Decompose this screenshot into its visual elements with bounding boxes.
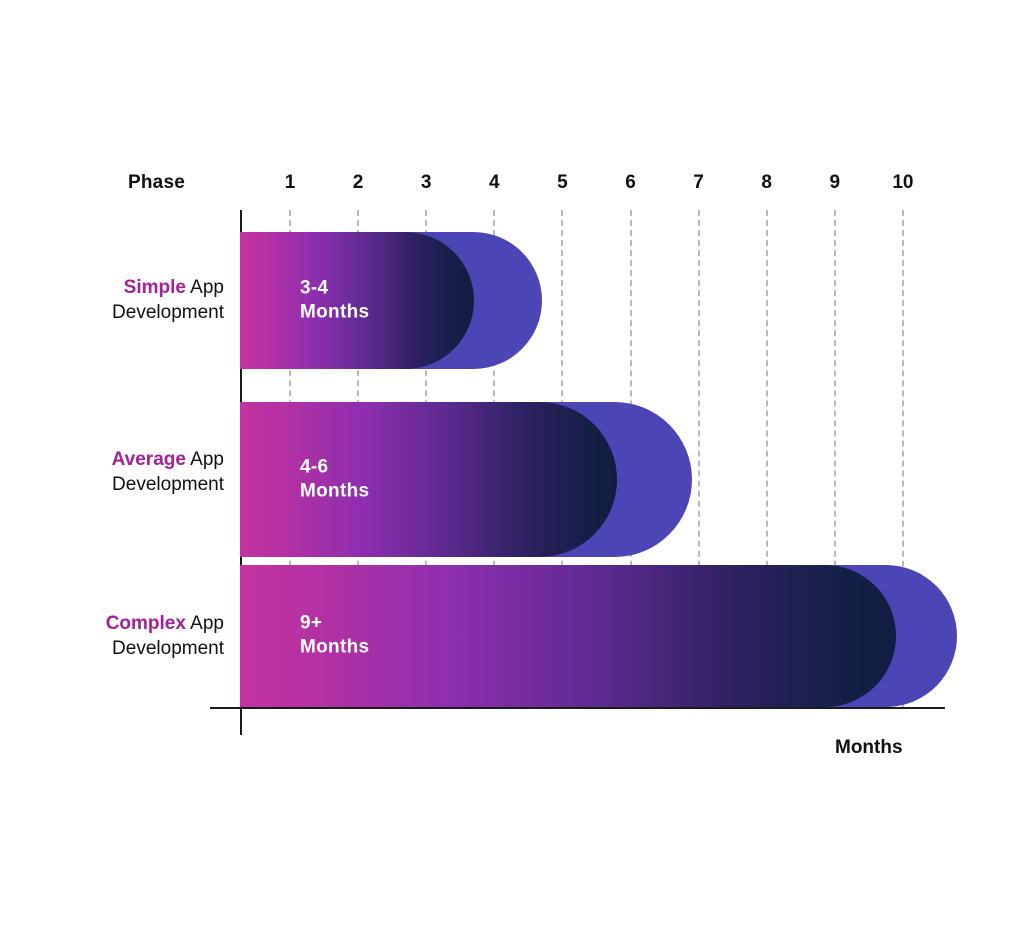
x-axis-tick-label: 8 bbox=[761, 172, 772, 193]
bar-value-label-line1: 4-6 bbox=[300, 456, 329, 478]
x-axis-tick-label: 3 bbox=[420, 172, 432, 193]
x-axis-tick-label: 7 bbox=[693, 172, 704, 193]
category-label-emphasis: Complex bbox=[105, 613, 186, 634]
bar-segment-lower-bound bbox=[240, 232, 474, 369]
x-axis-tick-label: 6 bbox=[625, 172, 636, 193]
x-axis-tick-label: 9 bbox=[829, 172, 841, 193]
gridline bbox=[833, 210, 836, 707]
x-axis-line bbox=[210, 707, 945, 709]
x-axis-tick-label: 5 bbox=[557, 172, 568, 193]
category-label-suffix: App bbox=[185, 449, 224, 470]
x-axis-tick-label: 4 bbox=[489, 172, 500, 193]
gridline bbox=[765, 210, 768, 707]
category-label-suffix: App bbox=[185, 277, 224, 298]
category-label-line2: Development bbox=[112, 301, 224, 323]
category-label-emphasis: Average bbox=[111, 449, 186, 470]
bar-value-label-line2: Months bbox=[300, 301, 370, 323]
category-label-line2: Development bbox=[112, 637, 224, 659]
phase-column-header: Phase bbox=[128, 172, 185, 193]
bar-value-label-line2: Months bbox=[300, 637, 370, 658]
bar-value-label: 9+ Months bbox=[300, 612, 369, 661]
category-label-emphasis: Simple bbox=[123, 277, 186, 298]
gridline bbox=[901, 210, 904, 707]
x-axis-title: Months bbox=[835, 737, 903, 758]
category-label-suffix: App bbox=[185, 613, 224, 634]
category-label-line2: Development bbox=[112, 473, 224, 495]
gridline bbox=[697, 210, 700, 707]
bar-segment-lower-bound bbox=[240, 402, 617, 557]
bar-value-label-line2: Months bbox=[300, 480, 370, 502]
bar-segment-lower-bound bbox=[240, 565, 897, 707]
x-axis-tick-label: 2 bbox=[352, 172, 364, 193]
bar-value-label-line1: 3-4 bbox=[300, 277, 329, 299]
bar-value-label-line1: 9+ bbox=[300, 612, 323, 634]
x-axis-tick-label: 1 bbox=[284, 172, 296, 193]
x-axis-tick-label: 10 bbox=[892, 172, 914, 193]
bar-row[interactable]: 9+ Months bbox=[240, 565, 958, 707]
